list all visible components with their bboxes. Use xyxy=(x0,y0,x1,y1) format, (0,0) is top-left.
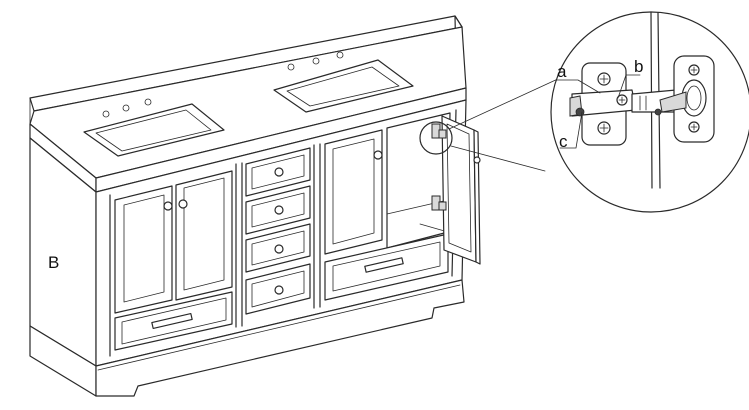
label-leaders xyxy=(555,74,641,149)
right-bottom-drawer xyxy=(324,233,449,301)
label-hinge-a: a xyxy=(557,62,567,81)
center-drawers xyxy=(245,147,311,315)
hinge-detail-callout xyxy=(419,11,749,213)
cabinet-hinge-upper xyxy=(431,123,447,139)
label-hinge-b: b xyxy=(634,57,643,76)
open-door xyxy=(441,115,481,265)
left-sink xyxy=(83,98,225,157)
left-doors xyxy=(114,170,233,314)
label-cabinet-b: B xyxy=(48,253,59,272)
cabinet-hinge-lower xyxy=(431,195,447,211)
left-bottom-drawer xyxy=(114,291,233,351)
right-sink xyxy=(273,51,414,113)
right-door xyxy=(324,129,383,255)
label-hinge-c: c xyxy=(559,132,568,151)
